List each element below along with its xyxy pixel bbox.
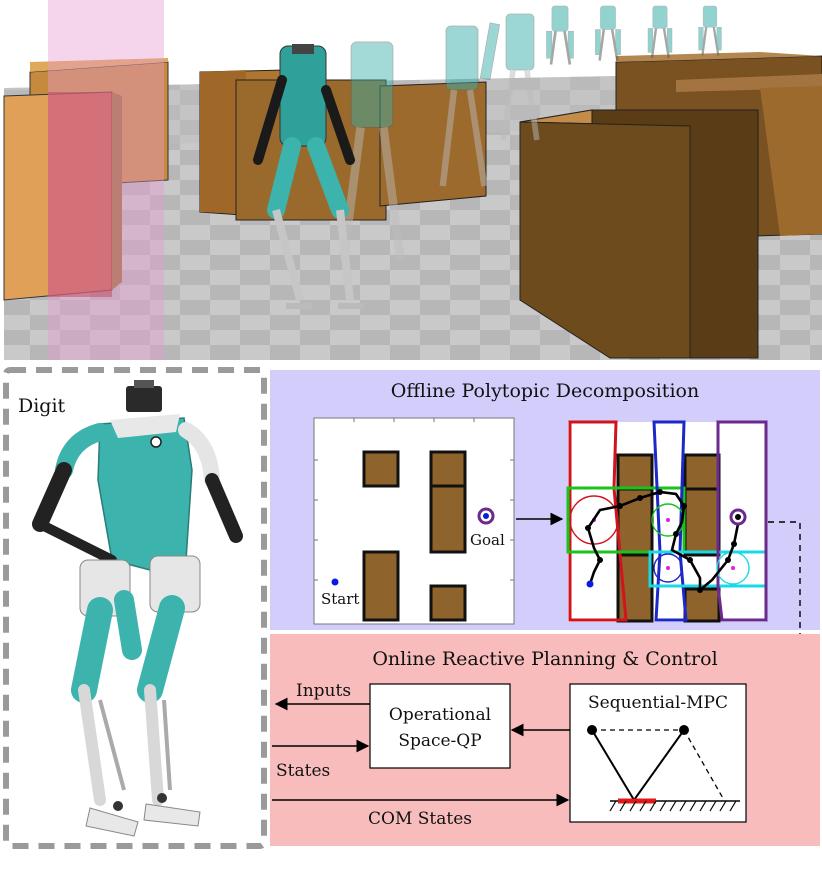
operational-space-qp-block bbox=[369, 683, 511, 769]
offline-title: Offline Polytopic Decomposition bbox=[391, 380, 699, 402]
start-label: Start bbox=[321, 590, 359, 608]
decomposed-map bbox=[566, 420, 768, 623]
sequential-mpc-block bbox=[569, 683, 747, 823]
goal-cylinder bbox=[48, 0, 164, 360]
polytope-red bbox=[568, 420, 628, 622]
digit-label: Digit bbox=[18, 395, 66, 417]
states-label: States bbox=[276, 761, 330, 781]
mpc-label: Sequential-MPC bbox=[588, 693, 728, 713]
lip-model-icon bbox=[587, 725, 740, 812]
right-obstacle-boxes bbox=[519, 52, 822, 359]
map-obstacle bbox=[429, 584, 467, 622]
map-obstacle bbox=[362, 550, 400, 622]
simulation-scene bbox=[3, 0, 822, 360]
polytope-purple bbox=[716, 420, 768, 622]
qp-label-line2: Space-QP bbox=[398, 731, 481, 751]
goal-label: Goal bbox=[470, 531, 505, 549]
online-title: Online Reactive Planning & Control bbox=[372, 648, 717, 670]
start-marker bbox=[331, 578, 339, 586]
online-panel: Online Reactive Planning & Control Opera… bbox=[270, 634, 820, 846]
map-obstacle bbox=[362, 450, 400, 488]
offline-panel: Offline Polytopic Decomposition Start bbox=[270, 370, 820, 758]
com-states-label: COM States bbox=[368, 809, 472, 829]
inputs-label: Inputs bbox=[296, 681, 351, 701]
map-obstacle bbox=[429, 484, 467, 554]
digit-robot-illustration bbox=[32, 380, 243, 837]
digit-panel: Digit bbox=[3, 367, 267, 849]
environment-map: Start Goal bbox=[313, 417, 515, 625]
qp-label-line1: Operational bbox=[389, 705, 491, 725]
robot-foreground bbox=[253, 44, 364, 309]
map-obstacle bbox=[429, 450, 467, 488]
goal-marker bbox=[477, 507, 495, 525]
